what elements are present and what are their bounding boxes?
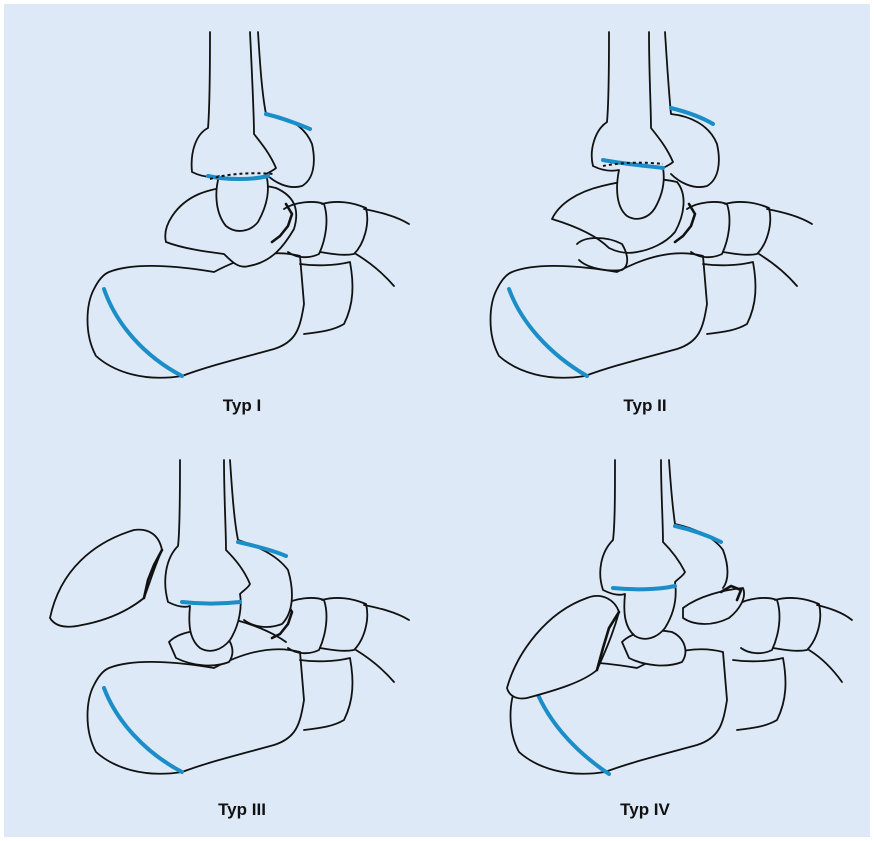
cuneiform: [320, 598, 367, 651]
panel-typ-1: Typ I: [4, 4, 437, 420]
cuboid: [300, 262, 352, 334]
metatarsal-lower: [809, 650, 842, 682]
cuboid: [703, 262, 755, 334]
calcaneal-apophysis-line: [104, 688, 182, 772]
cuboid: [733, 658, 785, 730]
calcaneus: [88, 649, 305, 773]
metatarsal-lower: [356, 254, 394, 286]
calcaneal-apophysis-line: [104, 289, 182, 376]
calcaneal-apophysis-line: [509, 289, 587, 376]
cuneiform: [320, 202, 367, 255]
ankle-drawing-typ-2: [437, 4, 870, 420]
metatarsal-upper: [364, 209, 409, 224]
caption-typ-1: Typ I: [162, 396, 322, 416]
tibia: [165, 460, 250, 651]
panel-typ-3: Typ III: [4, 420, 437, 836]
fracture-classification-figure: Typ I Typ II: [4, 4, 870, 837]
metatarsal-upper: [817, 605, 852, 620]
ankle-drawing-typ-1: [4, 4, 437, 420]
fracture-fragment: [50, 530, 162, 627]
tibia-growth-plate: [182, 602, 240, 604]
cuboid: [300, 658, 352, 730]
caption-typ-2: Typ II: [565, 396, 725, 416]
metatarsal-upper: [364, 605, 409, 620]
ankle-drawing-typ-3: [4, 420, 437, 836]
fibula-growth-plate: [675, 526, 721, 542]
panel-typ-2: Typ II: [437, 4, 870, 420]
ankle-drawing-typ-4: [437, 420, 870, 836]
metatarsal-lower: [356, 650, 394, 682]
caption-typ-3: Typ III: [162, 800, 322, 820]
caption-typ-4: Typ IV: [565, 800, 725, 820]
metatarsal-upper: [767, 209, 812, 224]
navicular: [737, 598, 779, 653]
metatarsal-lower: [759, 254, 797, 286]
calcaneus: [88, 253, 305, 377]
panel-typ-4: Typ IV: [437, 420, 870, 836]
cuneiform: [723, 202, 770, 255]
cuneiform: [773, 598, 820, 651]
calcaneal-apophysis-line: [533, 682, 609, 774]
fibula-fragment: [683, 588, 744, 624]
